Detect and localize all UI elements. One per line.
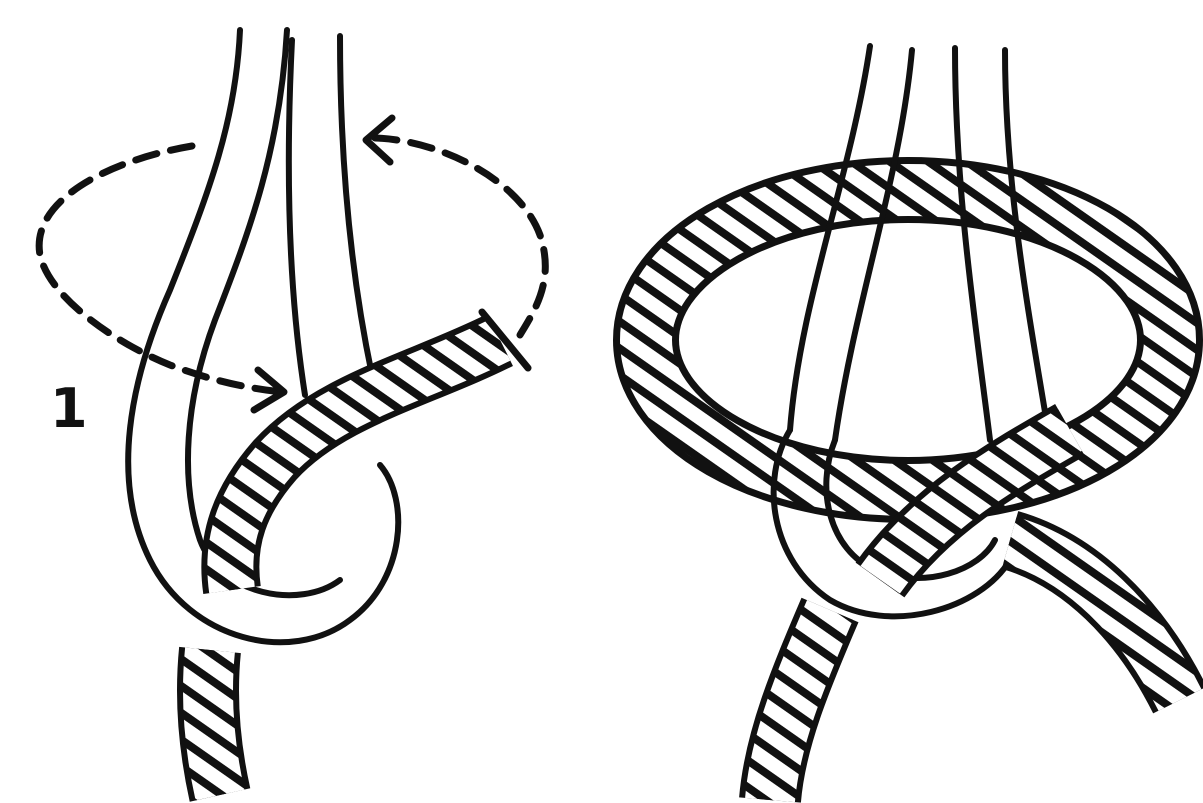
rope-tail-left-fill bbox=[208, 650, 220, 795]
standing-line-2 bbox=[340, 36, 372, 375]
rope-working-end-fill bbox=[1010, 540, 1180, 700]
dashed-arrow-left bbox=[39, 146, 282, 392]
rope-ring-texture bbox=[646, 190, 1170, 490]
step-number-label: 1 bbox=[50, 382, 88, 436]
dashed-arrow-right bbox=[375, 138, 545, 335]
figure-finished-knot bbox=[646, 46, 1180, 800]
flat-line-3 bbox=[955, 48, 990, 440]
flat-line-2 bbox=[835, 50, 912, 440]
standing-line-1 bbox=[289, 40, 305, 395]
flat-line-1 bbox=[790, 46, 870, 430]
figure-step-1 bbox=[39, 30, 545, 795]
bight-loop bbox=[128, 30, 398, 642]
